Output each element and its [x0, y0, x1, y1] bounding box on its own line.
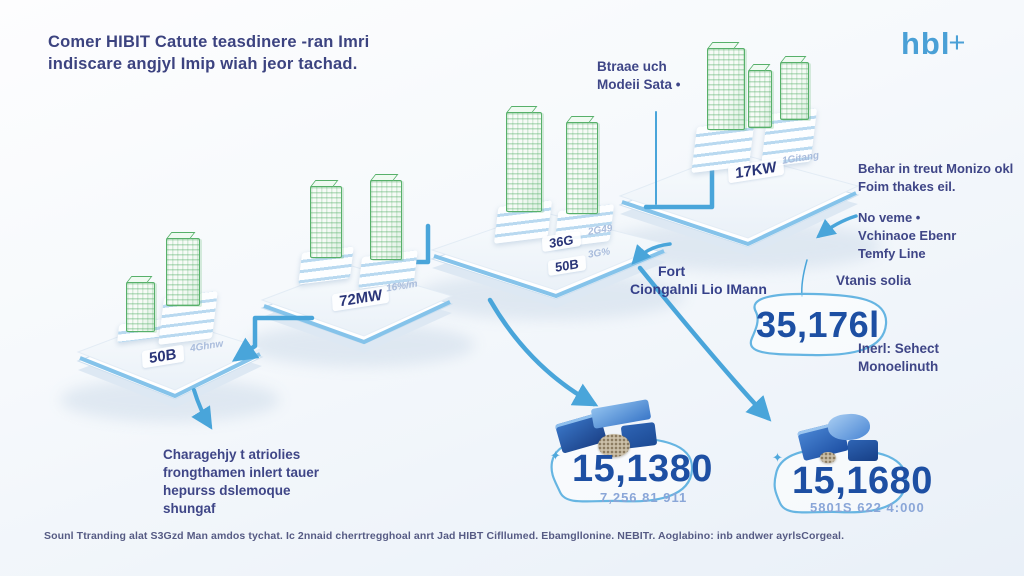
- title-line-2: indiscare angjyl Imip wiah jeor tachad.: [48, 55, 358, 73]
- gravel-pile-icon: [598, 434, 630, 457]
- green-building: [126, 282, 155, 332]
- platform-2: [260, 265, 454, 353]
- arrow-noveme: [815, 214, 858, 239]
- annotation-line: Temfy Line: [858, 246, 926, 261]
- coin-icon: [820, 452, 836, 463]
- annotation-line: Charagehjy t atriolies: [163, 447, 301, 462]
- annotation-line: Foim thakes eil.: [858, 179, 956, 194]
- arrow-to-stat1: [487, 297, 599, 407]
- annotation-fort: Fort Ciongalnli Lio IMann: [630, 262, 767, 298]
- arrow-to-stat2: [637, 265, 772, 422]
- annotation-line: Inerl: Sehect: [858, 341, 940, 356]
- annotation-storage: Btraae uch Modeii Sata •: [597, 58, 681, 94]
- title-line-1: Comer HIBIT Catute teasdinere -ran Imri: [48, 33, 370, 51]
- page-title: Comer HIBIT Catute teasdinere -ran Imri …: [48, 31, 369, 75]
- stat1-subvalue: 7,256 81 911: [600, 490, 688, 505]
- green-building: [566, 122, 598, 214]
- annotation-noveme: No veme • Vchinaoe Ebenr Temfy Line: [858, 209, 956, 263]
- annotation-line: shungaf: [163, 501, 216, 516]
- annotation-line: Behar in treut Monizo okl: [858, 161, 1014, 176]
- annotation-charage: Charagehjy t atriolies frongthamen inler…: [163, 446, 319, 518]
- green-building: [506, 112, 542, 212]
- annotation-line: Modeii Sata •: [597, 77, 681, 92]
- annotation-line: Ciongalnli Lio IMann: [630, 281, 767, 297]
- green-building: [310, 186, 342, 258]
- sparkle-icon: ✦: [550, 448, 561, 463]
- source-line: Sounl Ttranding alat S3Gzd Man amdos tyc…: [44, 530, 845, 542]
- annotation-line: No veme •: [858, 210, 921, 225]
- brand-logo: hbl+: [901, 26, 968, 62]
- annotation-vtanis: Vtanis solia: [836, 272, 911, 290]
- arrow-p1-down: [191, 388, 213, 430]
- platform-4: [618, 151, 860, 256]
- green-building: [748, 70, 772, 128]
- logo-text: hbl: [901, 26, 951, 61]
- annotation-line: frongthamen inlert tauer: [163, 465, 320, 480]
- annotation-line: Vtanis solia: [836, 273, 912, 288]
- annotation-behar: Behar in treut Monizo okl Foim thakes ei…: [858, 160, 1013, 196]
- green-building: [707, 48, 745, 130]
- annotation-line: Fort: [658, 263, 686, 279]
- stat2-subvalue: 5801S 622 4:000: [810, 500, 925, 515]
- stat1-value: 15,1380: [572, 448, 713, 490]
- annotation-inerl: Inerl: Sehect Monoelinuth: [858, 340, 939, 376]
- logo-plus-icon: +: [948, 27, 967, 59]
- connector-p4-p3: [643, 167, 715, 210]
- annotation-line: hepurss dslemoque: [163, 483, 291, 498]
- box-icon: [848, 440, 878, 461]
- main-stat-value: 35,176l: [756, 304, 880, 345]
- stat2-value: 15,1680: [792, 460, 933, 502]
- arrow-fort-hook: [631, 242, 672, 265]
- connector-p2-p1: [231, 315, 315, 362]
- annotation-line: Btraae uch: [597, 59, 667, 74]
- annotation-line: Vchinaoe Ebenr: [858, 228, 957, 243]
- blob-main-stat: [749, 292, 888, 357]
- green-building: [370, 180, 402, 260]
- green-building: [166, 238, 200, 306]
- sparkle-icon: ✦: [772, 450, 783, 465]
- green-building: [780, 62, 809, 120]
- annotation-line: Monoelinuth: [858, 359, 939, 374]
